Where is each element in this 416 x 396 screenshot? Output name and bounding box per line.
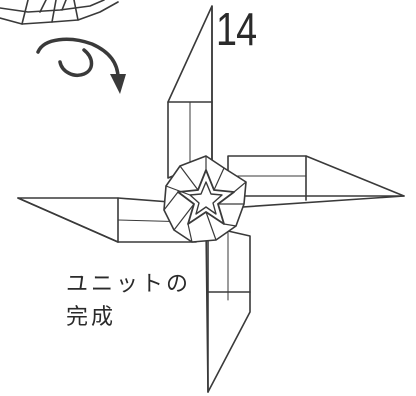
caption-line-2: 完成	[66, 305, 117, 330]
caption-line-1: ユニットの	[66, 272, 192, 297]
pinwheel-blade-right	[227, 155, 405, 209]
center-flower	[163, 155, 247, 243]
turn-over-arrow-icon	[36, 37, 126, 94]
step-number: 14	[216, 3, 257, 55]
pinwheel-blade-top	[167, 5, 213, 179]
previous-step-fragment	[0, 0, 119, 25]
caption: ユニットの 完成	[66, 268, 191, 334]
pinwheel-blade-bottom	[205, 225, 251, 393]
